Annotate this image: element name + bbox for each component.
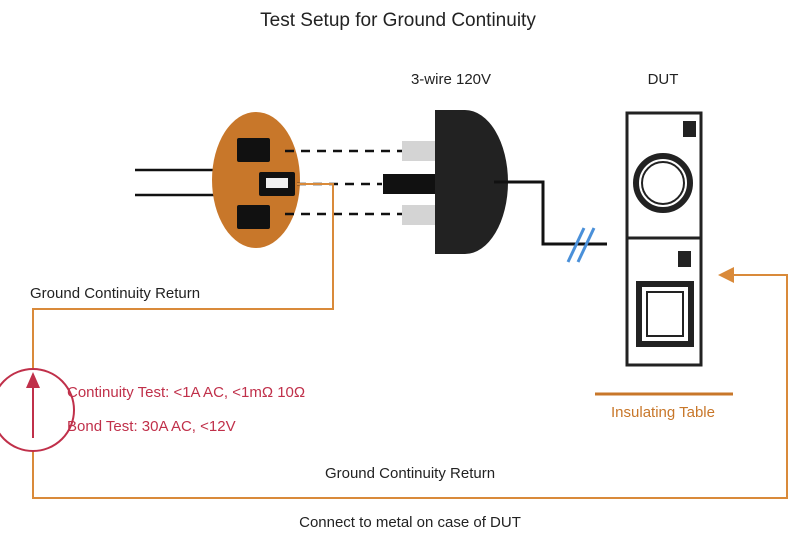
connect-note: Connect to metal on case of DUT (299, 514, 521, 531)
ground-return-wire-dut (32, 274, 788, 499)
continuity-test-spec: Continuity Test: <1A AC, <1mΩ 10Ω (67, 384, 305, 401)
outlet-face (212, 112, 300, 248)
dut-contact-arrow-icon (718, 267, 734, 283)
dut-lower-door (636, 281, 694, 347)
ground-return-wire-outlet (32, 183, 334, 369)
bond-test-spec: Bond Test: 30A AC, <12V (67, 418, 236, 435)
outlet-slot-bottom (237, 205, 270, 229)
ground-return-left-label: Ground Continuity Return (30, 285, 200, 302)
outlet-slot-top (237, 138, 270, 162)
dut-drum-door (633, 153, 693, 213)
plug-prong-bottom (402, 205, 436, 225)
three-wire-plug (383, 110, 508, 254)
diagram-title: Test Setup for Ground Continuity (260, 10, 536, 31)
plug-body (435, 110, 508, 254)
dut-appliance (625, 111, 703, 367)
plug-prong-top (402, 141, 436, 161)
cable-break-icon (566, 227, 596, 263)
plug-label: 3-wire 120V (411, 71, 491, 88)
plug-prong-ground (383, 174, 437, 194)
dut-label: DUT (648, 71, 679, 88)
outlet-plug-dashes (285, 149, 402, 216)
ground-return-bottom-label: Ground Continuity Return (325, 465, 495, 482)
current-source-arrow-icon (0, 368, 75, 452)
outlet-receptacle (212, 112, 300, 248)
insulating-table-label: Insulating Table (611, 404, 715, 421)
